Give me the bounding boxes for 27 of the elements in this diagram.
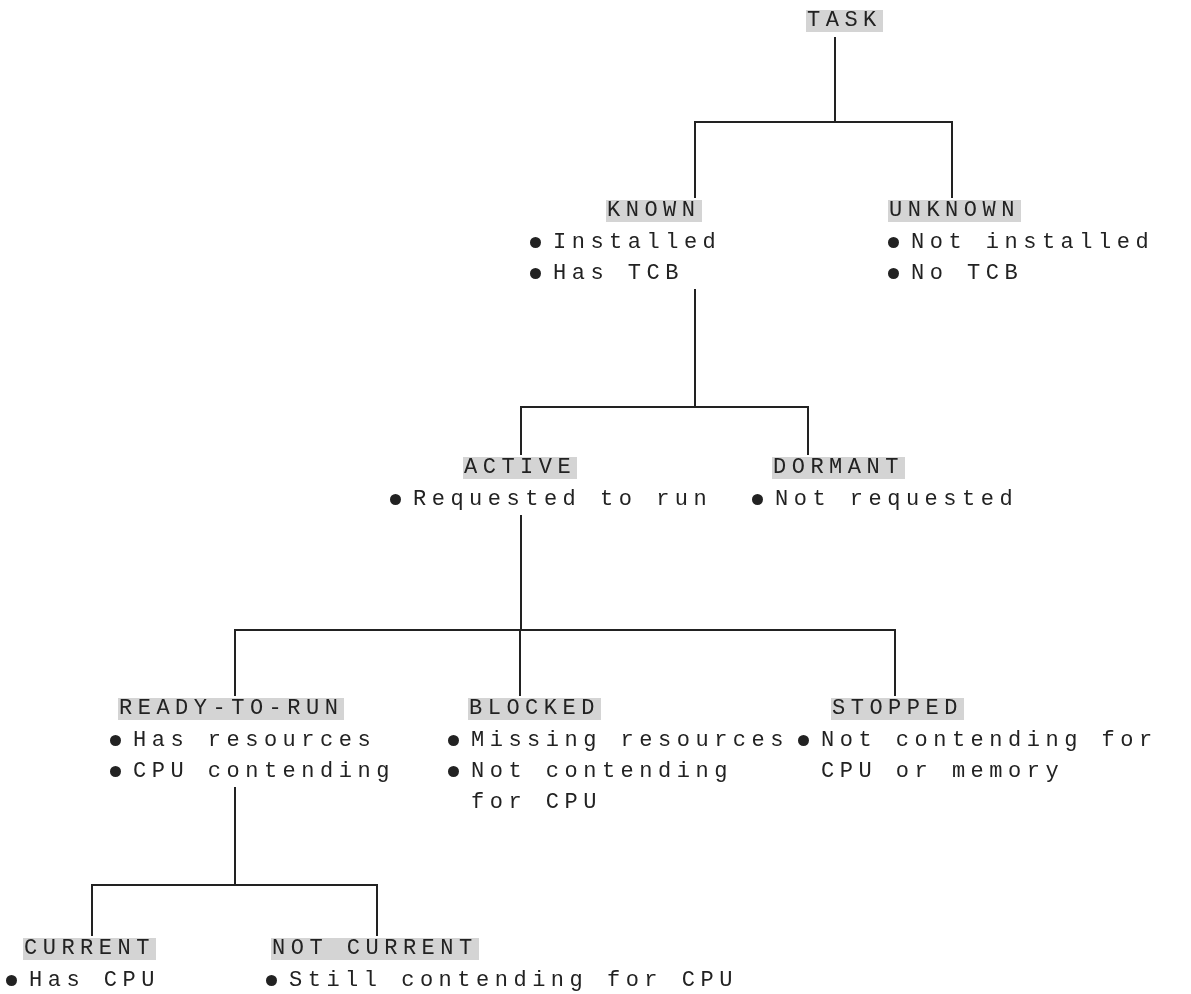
bullet-text: Not requested (775, 486, 1019, 514)
bullet-text: Still contending for CPU (289, 967, 738, 994)
bullet-text: Installed (553, 229, 722, 257)
bullet-text: Has resources (133, 727, 377, 755)
bullet-text: No TCB (911, 260, 1024, 288)
state-heading: CURRENT (23, 938, 156, 960)
tree-connector (694, 288, 809, 456)
bullet-text: Has CPU (29, 967, 160, 994)
state-heading: UNKNOWN (888, 200, 1021, 222)
bullet-text: Not installed (911, 229, 1155, 257)
bullet-text: CPU contending (133, 758, 395, 786)
bullet-text: Not contending for CPU (471, 758, 734, 817)
state-heading: READY-TO-RUN (118, 698, 345, 720)
state-heading: STOPPED (831, 698, 964, 720)
state-heading: NOT CURRENT (271, 938, 479, 960)
tree-connector (234, 786, 378, 937)
bullet-text: Missing resources (471, 727, 790, 755)
tree-connector (520, 514, 896, 697)
state-heading: DORMANT (772, 457, 905, 479)
bullet-text: Requested to run (413, 486, 713, 514)
state-heading: ACTIVE (463, 457, 578, 479)
state-heading: TASK (806, 10, 883, 32)
state-heading: KNOWN (606, 200, 702, 222)
tree-connector (834, 36, 953, 199)
bullet-text: Not contending for CPU or memory (821, 727, 1159, 786)
bullet-text: Has TCB (553, 260, 684, 288)
state-heading: BLOCKED (468, 698, 601, 720)
